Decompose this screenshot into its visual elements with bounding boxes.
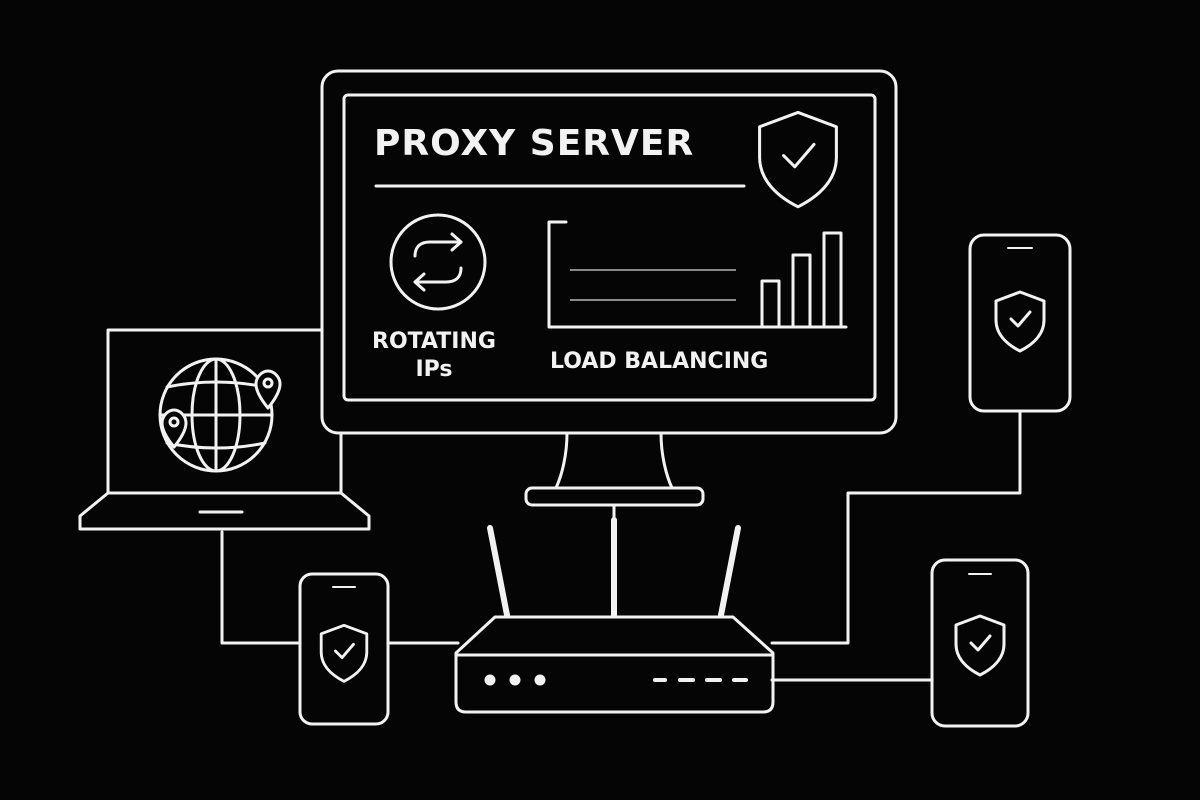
monitor-screen bbox=[342, 93, 877, 402]
chart-bar bbox=[822, 231, 843, 329]
shield-check-icon bbox=[319, 623, 369, 683]
monitor-neck bbox=[554, 431, 674, 490]
rotating-label-line2: IPs bbox=[415, 357, 452, 382]
router-antenna bbox=[718, 525, 741, 618]
shield-check-icon bbox=[954, 614, 1006, 677]
shield-check-icon bbox=[758, 110, 838, 209]
laptop bbox=[78, 328, 371, 531]
location-pin-icon bbox=[160, 408, 188, 449]
chart-bar bbox=[760, 279, 781, 329]
laptop-base bbox=[78, 491, 371, 531]
monitor-stand-base bbox=[524, 486, 705, 507]
shield-check-icon bbox=[994, 290, 1046, 353]
monitor: PROXY SERVER ROTATING IPs LOAD BALANCING bbox=[320, 69, 898, 507]
router-status-dot bbox=[509, 674, 521, 686]
router-antenna bbox=[487, 525, 510, 618]
router-status-dot bbox=[484, 674, 496, 686]
rotating-label-line1: ROTATING bbox=[372, 329, 496, 354]
phone-bottom-left bbox=[298, 572, 390, 726]
location-pin-icon bbox=[254, 369, 282, 410]
phone-topright-router-link bbox=[770, 410, 1022, 645]
monitor-title: PROXY SERVER bbox=[374, 123, 694, 164]
chart-bar bbox=[791, 253, 812, 329]
load-balancing-label: LOAD BALANCING bbox=[550, 349, 768, 374]
phone-bottom-right bbox=[930, 558, 1030, 728]
laptop-phone-link bbox=[220, 530, 302, 645]
rotate-arrows-icon bbox=[389, 213, 487, 311]
router-status-dot bbox=[534, 674, 546, 686]
router-body bbox=[454, 615, 775, 714]
monitor-frame bbox=[320, 69, 898, 435]
phone-top-right bbox=[968, 233, 1072, 413]
bar-chart-icon bbox=[547, 220, 848, 329]
chart-axes bbox=[547, 220, 848, 329]
router bbox=[454, 517, 775, 714]
